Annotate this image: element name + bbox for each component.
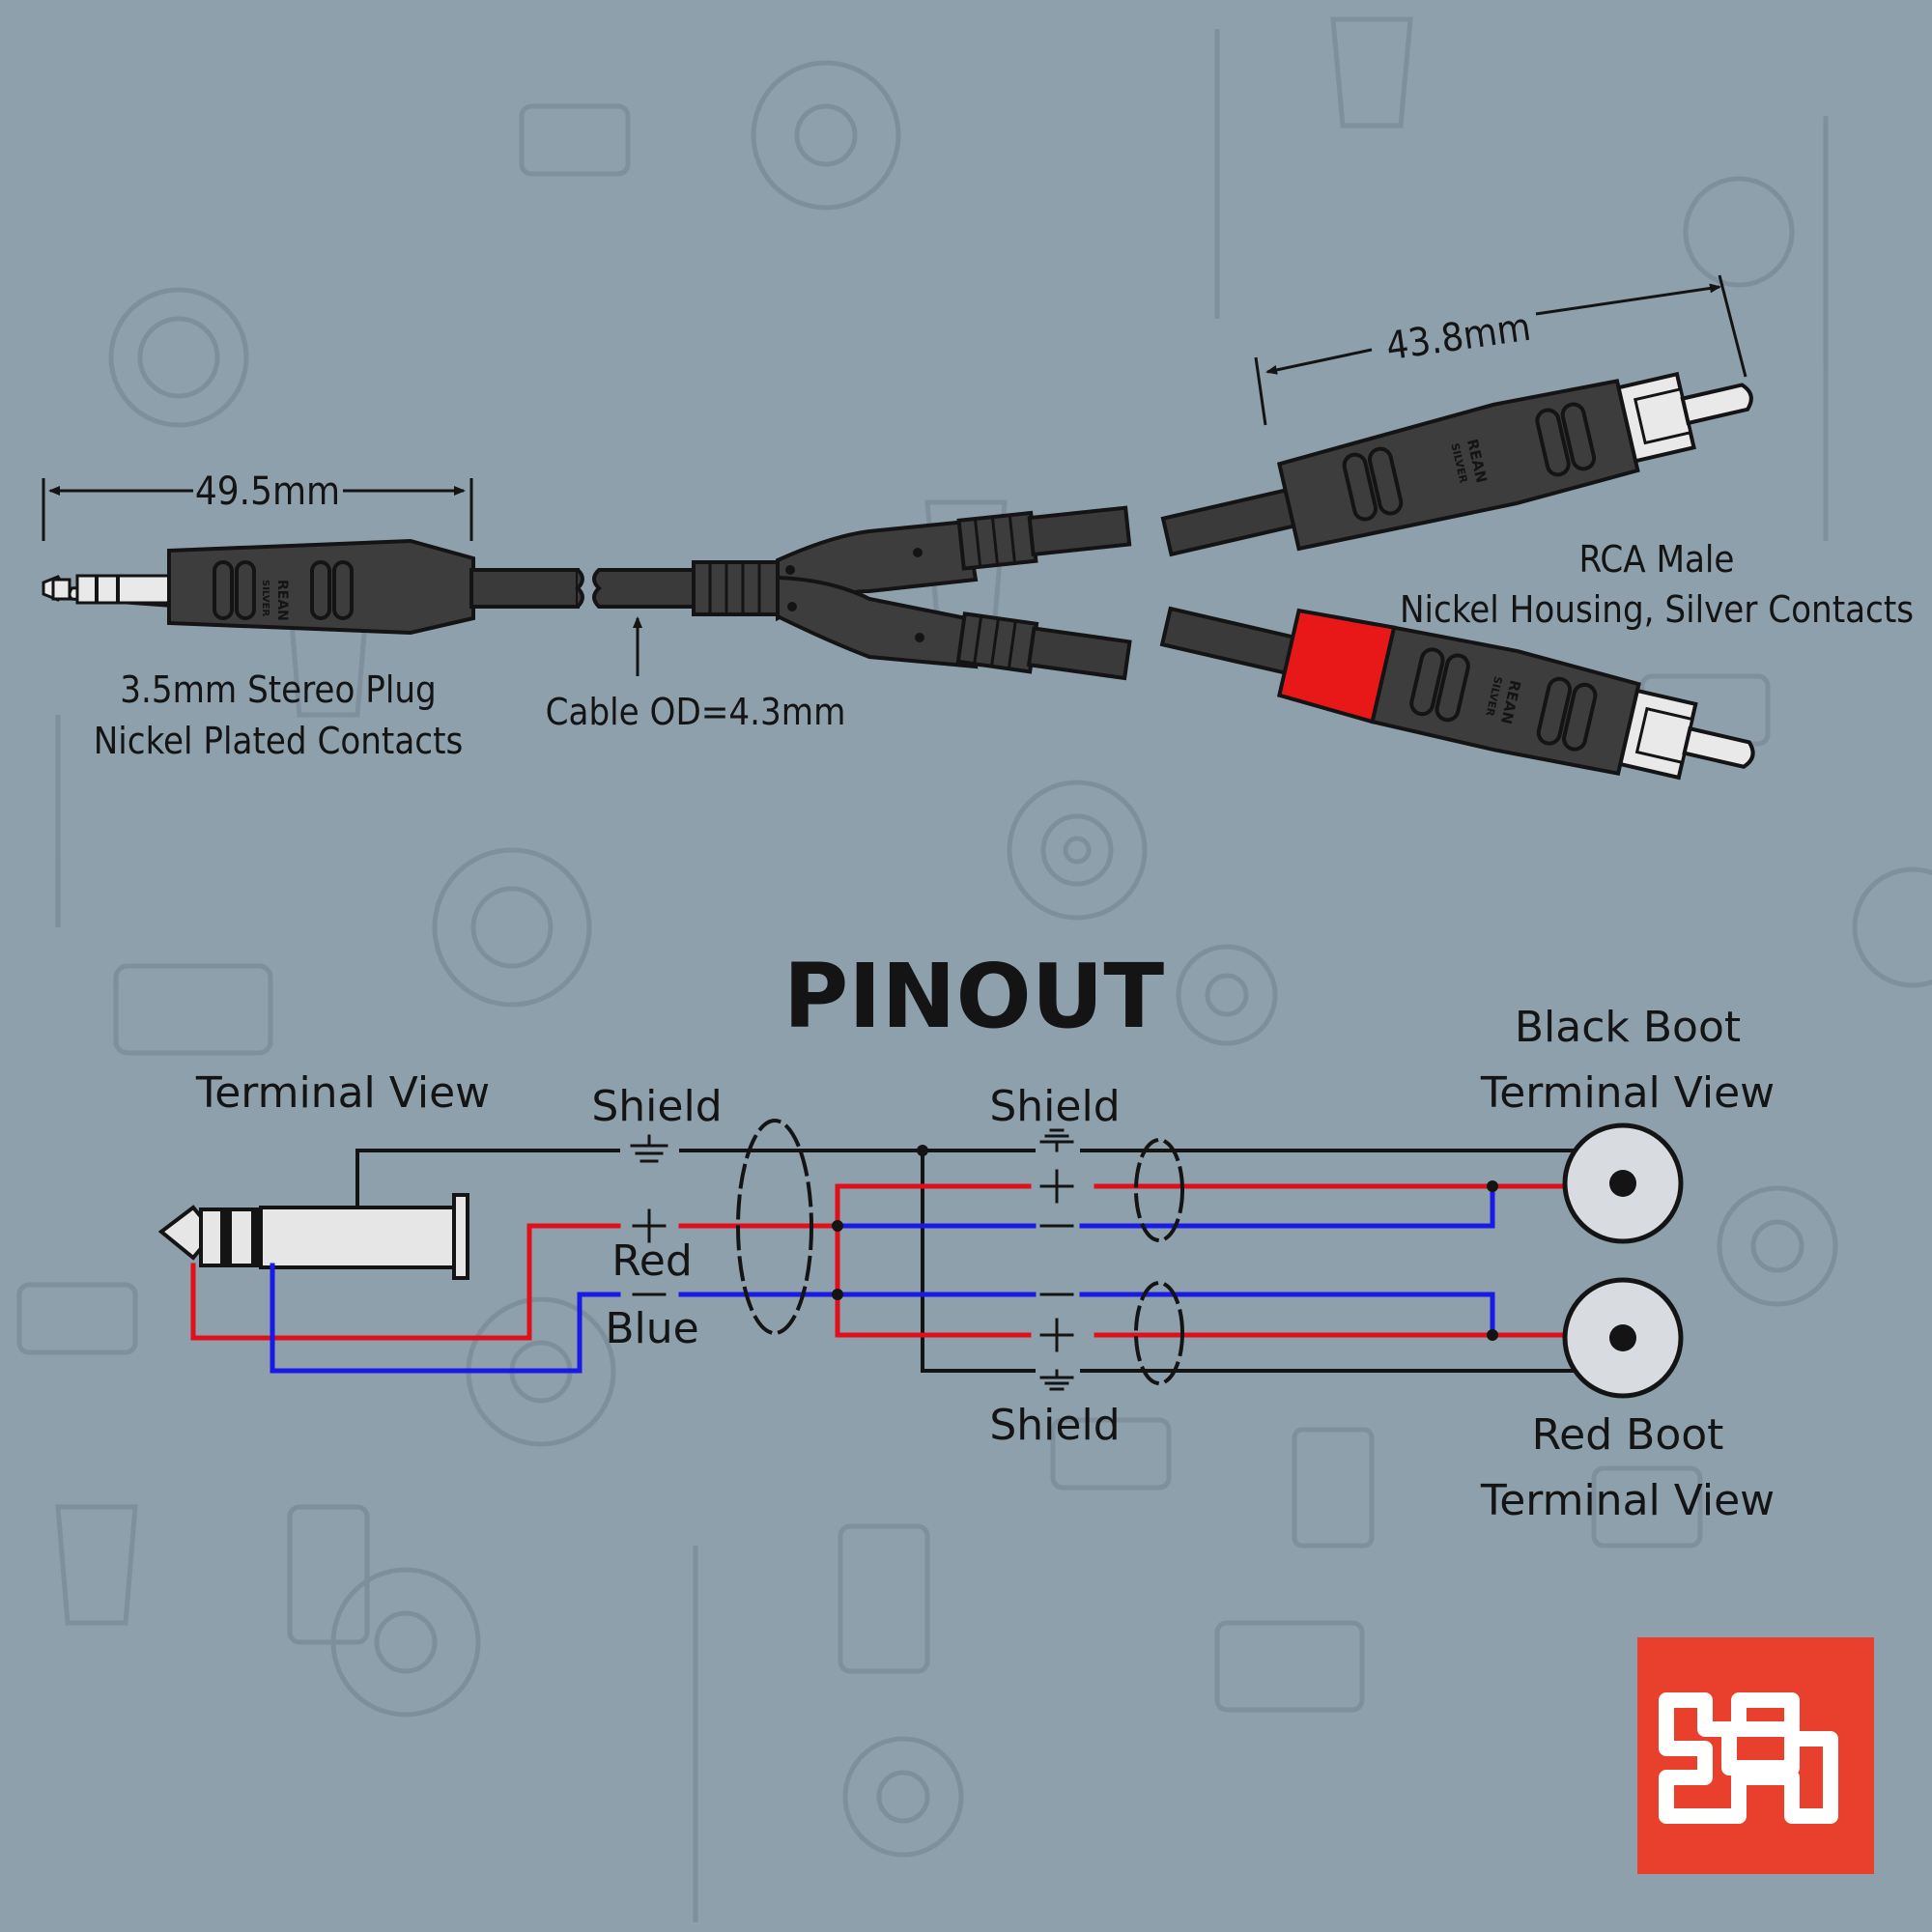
rca-black-plug: REAN SILVER bbox=[1160, 371, 1753, 557]
plug35-brand: REAN bbox=[274, 580, 290, 621]
blue-wire-label: Blue bbox=[605, 1304, 698, 1353]
left-terminal-view-label: Terminal View bbox=[195, 1068, 490, 1118]
y-splitter bbox=[592, 505, 1132, 681]
plug35-brand-sub: SILVER bbox=[260, 580, 270, 616]
plug35-label-line1: 3.5mm Stereo Plug bbox=[120, 668, 436, 711]
black-boot-label-line1: Black Boot bbox=[1515, 1003, 1741, 1052]
shield-top-label: Shield bbox=[989, 1082, 1120, 1131]
hosa-logo bbox=[1637, 1637, 1874, 1874]
rca-dimension: 43.8mm bbox=[1383, 305, 1533, 369]
plug35-dimension: 49.5mm bbox=[195, 469, 340, 514]
rca-label-line2: Nickel Housing, Silver Contacts bbox=[1400, 588, 1914, 631]
wiring bbox=[190, 1119, 1626, 1391]
shield-bottom-label: Shield bbox=[989, 1401, 1120, 1450]
rca-red-terminal-view bbox=[1562, 1277, 1684, 1399]
shield-left-label: Shield bbox=[591, 1082, 722, 1131]
cable-od-label: Cable OD=4.3mm bbox=[546, 691, 846, 733]
rca-red-plug: REAN SILVER bbox=[1159, 606, 1755, 781]
black-boot-label-line2: Terminal View bbox=[1480, 1068, 1775, 1118]
dimension-49-5mm: 49.5mm bbox=[42, 469, 473, 541]
red-wire-label: Red bbox=[611, 1236, 693, 1286]
plug-35mm: REAN SILVER bbox=[42, 538, 584, 636]
pinout-title: PINOUT bbox=[783, 945, 1165, 1048]
rca-label-line1: RCA Male bbox=[1579, 538, 1735, 581]
plug35-label-line2: Nickel Plated Contacts bbox=[94, 720, 464, 762]
red-boot-label-line1: Red Boot bbox=[1532, 1410, 1724, 1460]
trs-plug-terminal-view bbox=[157, 1193, 469, 1280]
rca-black-terminal-view bbox=[1562, 1122, 1684, 1244]
red-boot-label-line2: Terminal View bbox=[1480, 1476, 1775, 1525]
